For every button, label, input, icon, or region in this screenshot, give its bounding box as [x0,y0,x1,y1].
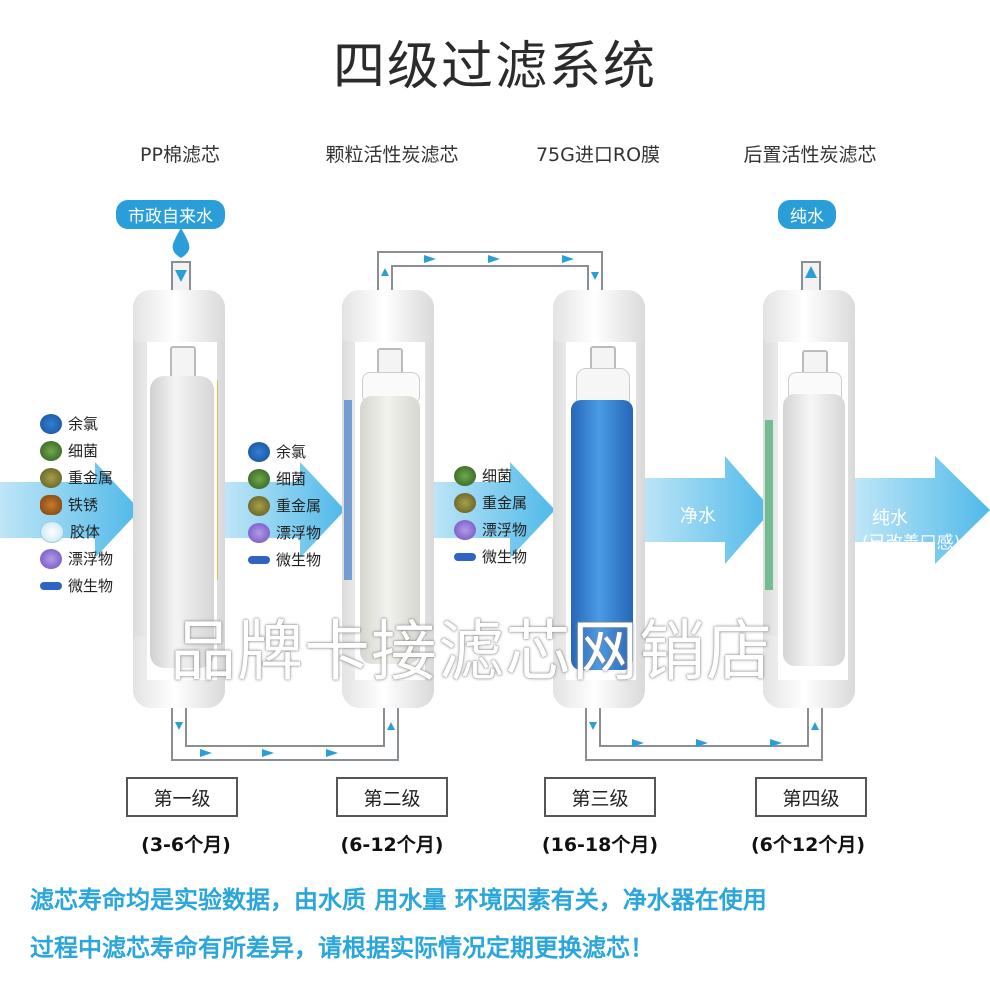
label-stripe-2 [344,400,352,580]
top-pipe-outer [377,251,603,292]
heavy-metal-icon [248,495,270,516]
stage-2-life: (6-12个月) [340,834,444,856]
stage-2-level: 第二级 [336,777,448,817]
outlet-label: 纯水 [778,200,836,229]
bacteria-icon [454,465,476,486]
outlet-arrow-icon [805,266,817,278]
stage-3-contaminants: 细菌 重金属 漂浮物 微生物 [454,462,527,570]
floater-icon [248,522,270,543]
microbe-icon [40,581,62,590]
heavy-metal-icon [40,467,62,488]
flow-arrow-1 [0,462,140,558]
stage-4-level: 第四级 [755,777,867,817]
bottom-pipe-2-outer [585,706,823,761]
bottom-pipe-1-outer [171,706,399,761]
bottom-pipe-2-inner [599,706,809,747]
stage-2-contaminants: 余氯 细菌 重金属 漂浮物 微生物 [248,438,321,573]
flow-arrow-5 [855,456,990,564]
cartridge-1-cap [133,290,225,342]
top-pipe-inner [391,265,589,292]
flow-pure-water-note: (已改善口感) [862,533,961,553]
bacteria-icon [248,468,270,489]
microbe-icon [454,552,476,561]
ro-membrane [571,400,633,670]
stage-3-level: 第三级 [544,777,656,817]
stage-1-life: (3-6个月) [141,834,231,856]
watermark-text: 品牌卡接滤芯网销店 [170,613,773,690]
note-line-1: 滤芯寿命均是实验数据，由水质 用水量 环境因素有关，净水器在使用 [30,886,767,914]
cartridge-2-cap [342,290,434,342]
stage-4-life: (6个12个月) [750,834,866,856]
chlorine-icon [248,441,270,462]
flow-clean-water: 净水 [680,506,716,527]
filter-2-connector [377,348,403,374]
page-title: 四级过滤系统 [332,37,657,97]
bottom-pipe-1-inner [185,706,385,747]
stage-1-level: 第一级 [126,777,238,817]
cartridge-4-cap [763,290,855,342]
stage-3-name: 75G进口RO膜 [535,144,661,166]
colloid-icon [40,520,64,543]
label-stripe-4 [765,420,773,590]
floater-icon [454,519,476,540]
pp-cotton-filter [150,376,214,668]
cartridge-3-cap [553,290,645,342]
note-line-2: 过程中滤芯寿命有所差异，请根据实际情况定期更换滤芯！ [30,934,654,962]
stage-1-name: PP棉滤芯 [140,144,220,166]
flow-arrow-4 [640,456,772,564]
carbon-filter [360,396,420,664]
heavy-metal-icon [454,492,476,513]
bacteria-icon [40,440,62,461]
stage-1-contaminants: 余氯 细菌 重金属 铁锈 胶体 漂浮物 微生物 [40,410,113,599]
stage-4-name: 后置活性炭滤芯 [743,144,877,166]
inlet-arrow-icon [175,270,187,282]
stage-3-life: (16-18个月) [541,834,659,856]
filter-1-connector [170,346,196,378]
microbe-icon [248,555,270,564]
rust-icon [40,494,62,515]
floater-icon [40,548,62,569]
inlet-label: 市政自来水 [116,200,225,229]
post-carbon-filter [783,394,845,666]
chlorine-icon [40,413,62,434]
flow-pure-water: 纯水 [872,508,908,529]
stage-2-name: 颗粒活性炭滤芯 [325,144,459,166]
water-drop-icon [172,228,190,258]
